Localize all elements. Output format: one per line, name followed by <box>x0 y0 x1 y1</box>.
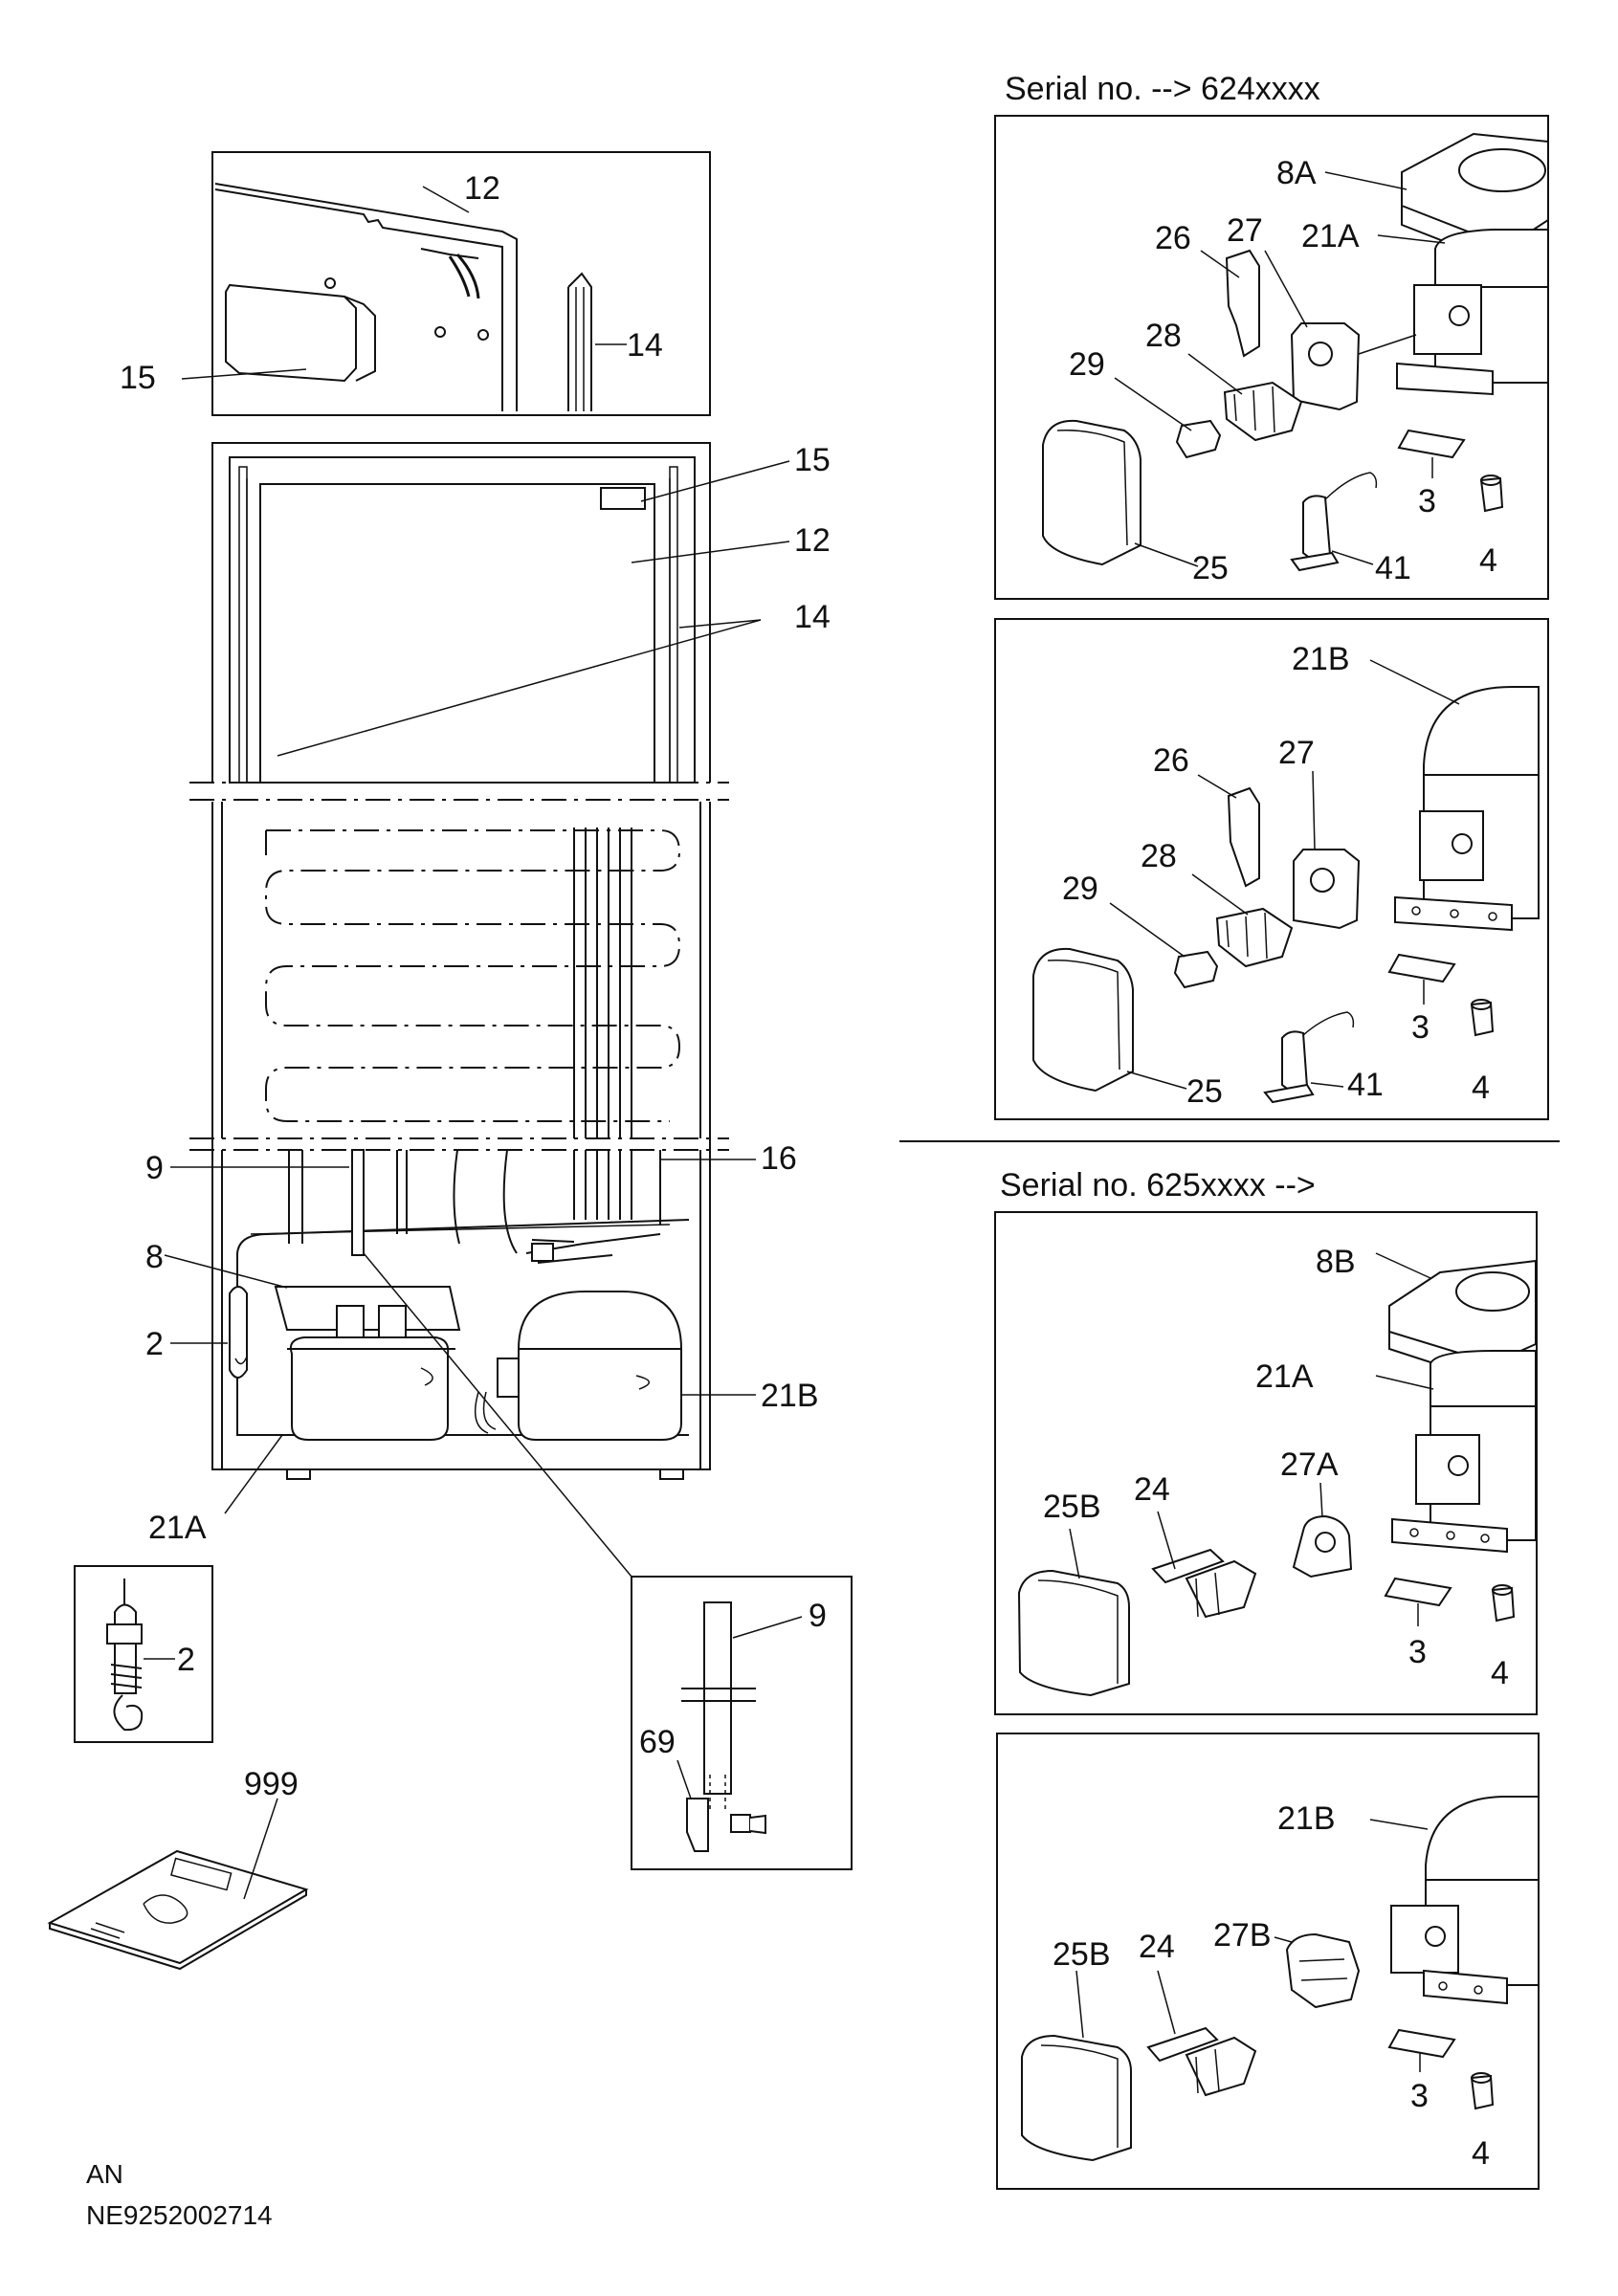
callout-4: 4 <box>1472 1070 1490 1106</box>
serial-range-header-new: Serial no. 625xxxx --> <box>1000 1167 1316 1203</box>
callout-4: 4 <box>1479 542 1497 579</box>
serial-range-header-old: Serial no. --> 624xxxx <box>1005 71 1320 107</box>
callout-28: 28 <box>1141 838 1177 874</box>
callout-2: 2 <box>145 1326 164 1362</box>
callout-14: 14 <box>794 599 831 635</box>
callout-24: 24 <box>1139 1929 1175 1965</box>
callout-15: 15 <box>120 360 156 396</box>
callout-29: 29 <box>1069 346 1105 383</box>
callout-8a: 8A <box>1276 155 1317 191</box>
document-code-line2: NE9252002714 <box>86 2200 273 2230</box>
cabinet-rear-view: 9 16 8 2 21B 21A <box>145 799 819 1578</box>
callout-14: 14 <box>627 327 663 364</box>
callout-4: 4 <box>1491 1655 1509 1691</box>
callout-41: 41 <box>1347 1067 1384 1103</box>
callout-25: 25 <box>1186 1073 1223 1110</box>
callout-41: 41 <box>1375 550 1411 586</box>
callout-25b: 25B <box>1043 1489 1101 1525</box>
callout-3: 3 <box>1411 1009 1430 1046</box>
callout-27: 27 <box>1227 212 1263 249</box>
parts-panel-1: 8A 26 27 21A 28 29 3 25 41 4 <box>994 115 1549 600</box>
callout-21b: 21B <box>1277 1800 1336 1837</box>
callout-9: 9 <box>145 1150 164 1186</box>
callout-26: 26 <box>1155 220 1191 256</box>
callout-3: 3 <box>1408 1634 1427 1670</box>
callout-21a: 21A <box>1255 1358 1314 1395</box>
callout-25b: 25B <box>1053 1936 1111 1973</box>
callout-8: 8 <box>145 1239 164 1275</box>
parts-panel-3: 8B 21A 27A 25B 24 3 4 <box>994 1211 1538 1715</box>
drain-pipe-inset: 9 69 <box>631 1576 853 1870</box>
callout-4: 4 <box>1472 2135 1490 2172</box>
callout-8b: 8B <box>1316 1244 1356 1280</box>
document-code-line1: AN <box>86 2159 123 2189</box>
callout-12: 12 <box>794 522 831 559</box>
callout-21b: 21B <box>1292 641 1350 677</box>
sensor-detail-inset: 2 <box>74 1565 213 1743</box>
callout-25: 25 <box>1192 550 1229 586</box>
parts-panel-4: 21B 25B 24 27B 3 4 <box>996 1733 1540 2190</box>
callout-27a: 27A <box>1280 1446 1339 1483</box>
callout-69: 69 <box>639 1724 676 1760</box>
door-detail-inset: 12 14 15 <box>120 151 711 416</box>
callout-29: 29 <box>1062 871 1098 907</box>
parts-panel-2: 21B 26 27 28 29 3 25 41 4 <box>994 618 1549 1120</box>
callout-9: 9 <box>809 1598 827 1634</box>
callout-3: 3 <box>1418 483 1436 519</box>
callout-21a: 21A <box>148 1510 207 1546</box>
callout-999: 999 <box>244 1766 299 1802</box>
callout-27b: 27B <box>1213 1917 1272 1954</box>
callout-3: 3 <box>1410 2078 1429 2114</box>
callout-21a: 21A <box>1301 218 1360 254</box>
callout-12: 12 <box>464 170 500 207</box>
callout-21b: 21B <box>761 1378 819 1414</box>
door-front-view: 15 12 14 <box>189 442 831 784</box>
callout-24: 24 <box>1134 1471 1170 1508</box>
callout-15: 15 <box>794 442 831 478</box>
callout-16: 16 <box>761 1140 797 1177</box>
callout-28: 28 <box>1145 318 1182 354</box>
callout-27: 27 <box>1278 735 1315 771</box>
callout-2: 2 <box>177 1642 195 1678</box>
callout-26: 26 <box>1153 742 1189 779</box>
user-manual: 999 <box>47 1766 309 1971</box>
